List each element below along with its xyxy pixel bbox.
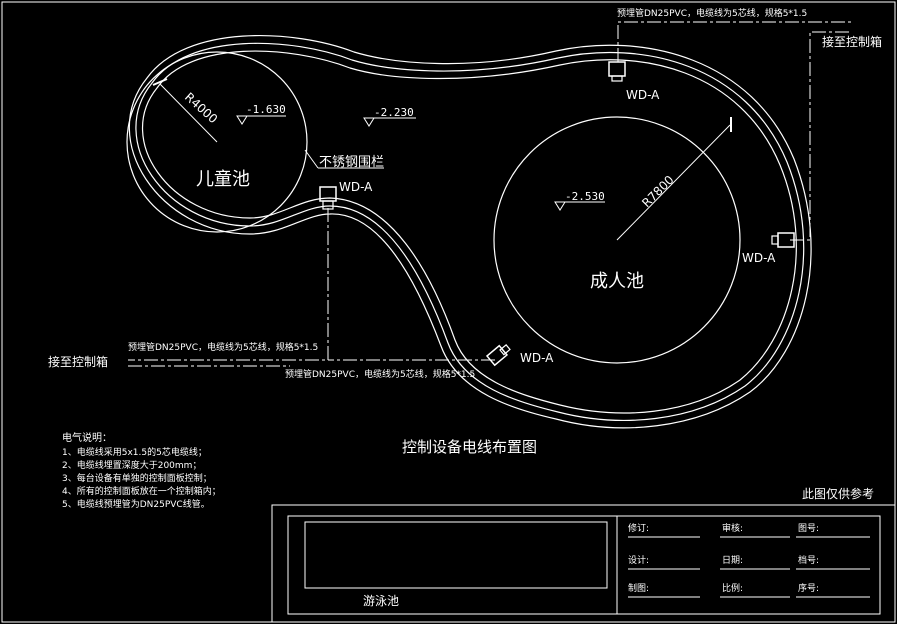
reference-note: 此图仅供参考 xyxy=(802,486,874,501)
conduit-left-spec: 预埋管DN25PVC，电缆线为5芯线，规格5*1.5 xyxy=(128,341,318,353)
pool-outline xyxy=(128,34,812,429)
field-label: 比例: xyxy=(722,582,743,594)
adult-pool-circle xyxy=(493,116,741,364)
conduit-top xyxy=(617,21,852,62)
level-marker-deck: -2.230 xyxy=(363,106,416,127)
notes-item: 5、电缆线预埋管为DN25PVC线管。 xyxy=(62,498,210,510)
device-top: WD-A xyxy=(608,61,660,102)
child-radius-label: R4000 xyxy=(182,90,220,126)
adult-radius-label: R7800 xyxy=(639,173,676,210)
child-radius-line xyxy=(159,83,218,143)
conduit-top-spec: 预埋管DN25PVC，电缆线为5芯线，规格5*1.5 xyxy=(617,7,807,19)
conduit-top-dest: 接至控制箱 xyxy=(822,34,882,49)
notes-item: 3、每台设备有单独的控制面板控制； xyxy=(62,472,212,484)
level-marker-child: -1.630 xyxy=(236,103,286,125)
notes-item: 4、所有的控制面板放在一个控制箱内； xyxy=(62,485,221,497)
railing-label: 不锈钢围栏 xyxy=(319,155,384,170)
svg-text:WD-A: WD-A xyxy=(626,88,660,102)
field-label: 日期: xyxy=(722,555,743,566)
conduit-left-dest: 接至控制箱 xyxy=(48,354,108,369)
svg-text:-1.630: -1.630 xyxy=(246,103,286,116)
child-pool-name: 儿童池 xyxy=(196,169,250,190)
child-radius-tick xyxy=(152,78,168,86)
field-label: 修订: xyxy=(628,522,649,534)
notes-item: 2、电缆线埋置深度大于200mm； xyxy=(62,459,201,471)
title-block xyxy=(271,504,896,623)
device-right: WD-A xyxy=(742,232,795,265)
field-label: 制图: xyxy=(628,582,649,594)
adult-pool-name: 成人池 xyxy=(590,271,644,292)
device-bottom: WD-A xyxy=(485,344,554,367)
title-block-fields: 修订: 审核: 图号: 设计: 日期: 档号: 制图: 比例: 序号: xyxy=(628,522,819,594)
field-label: 设计: xyxy=(628,554,649,566)
field-label: 图号: xyxy=(798,523,819,534)
svg-text:-2.530: -2.530 xyxy=(565,190,605,203)
conduit-bottom-spec: 预埋管DN25PVC，电缆线为5芯线，规格5*1.5 xyxy=(285,368,475,380)
drawing-title: 控制设备电线布置图 xyxy=(402,438,537,456)
project-name: 游泳池 xyxy=(363,594,399,608)
notes-heading: 电气说明： xyxy=(62,431,112,444)
field-label: 审核: xyxy=(722,522,743,534)
svg-text:WD-A: WD-A xyxy=(339,180,373,194)
field-label: 序号: xyxy=(798,582,819,594)
device-child: WD-A xyxy=(319,180,373,210)
child-pool-circle xyxy=(126,51,308,233)
svg-text:WD-A: WD-A xyxy=(520,351,554,365)
level-marker-adult: -2.530 xyxy=(554,190,605,211)
svg-text:-2.230: -2.230 xyxy=(374,106,414,119)
adult-radius-line xyxy=(616,124,731,241)
electrical-notes: 电气说明： 1、电缆线采用5x1.5的5芯电缆线； 2、电缆线埋置深度大于200… xyxy=(62,431,221,510)
field-label: 档号: xyxy=(798,554,819,566)
conduit-right xyxy=(790,31,852,241)
svg-text:WD-A: WD-A xyxy=(742,251,776,265)
notes-item: 1、电缆线采用5x1.5的5芯电缆线； xyxy=(62,446,207,458)
railing-leader xyxy=(304,149,319,169)
